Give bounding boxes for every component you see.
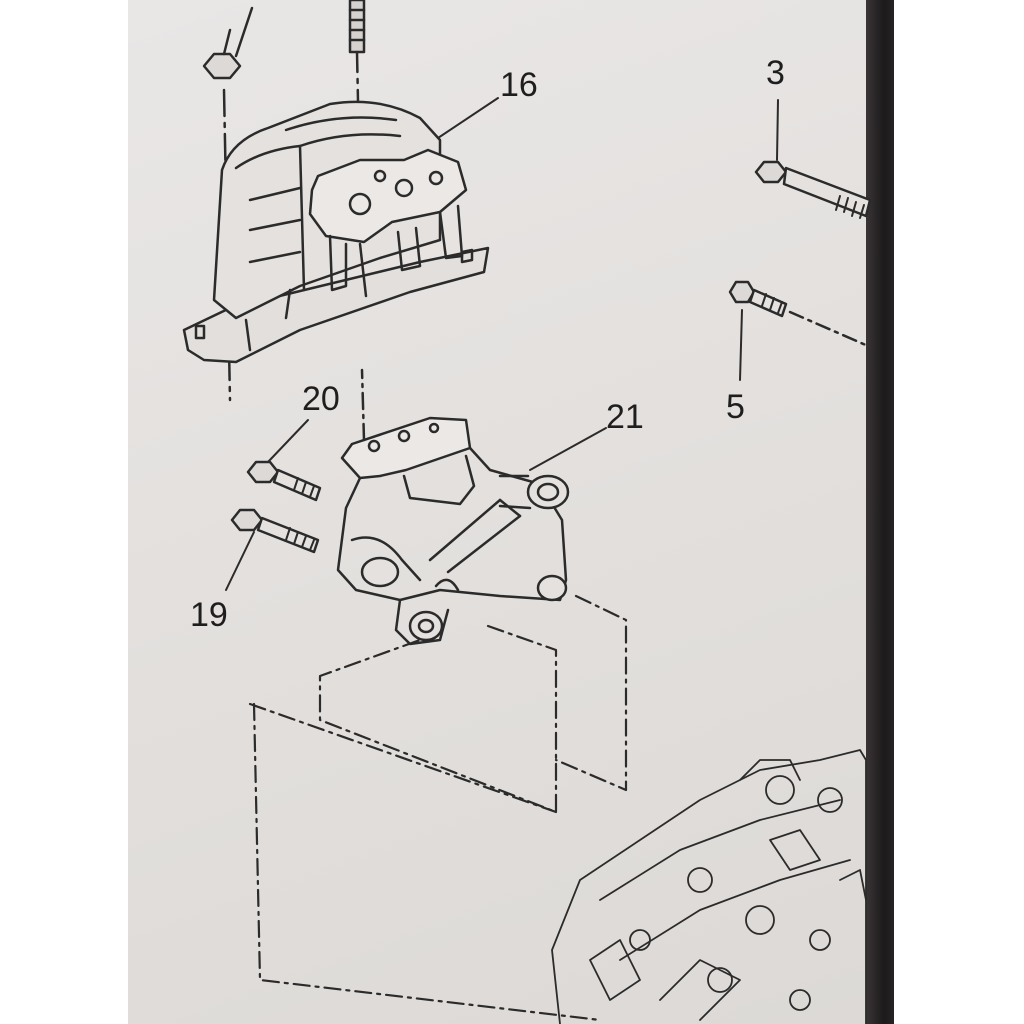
callout-16: 16 [500, 66, 538, 104]
monitor-bezel [866, 0, 896, 1024]
callout-21: 21 [606, 398, 644, 436]
bolt-20 [246, 419, 322, 502]
engine-mount-upper [182, 0, 499, 402]
callout-19: 19 [190, 596, 228, 634]
callout-3: 3 [766, 54, 785, 92]
mount-bracket [336, 368, 607, 646]
phantom-outlines [248, 594, 628, 1022]
callout-labels: 16 3 20 21 5 19 [190, 54, 785, 634]
bolt-3 [754, 99, 872, 219]
bolt-5 [728, 280, 870, 381]
callout-20: 20 [302, 380, 340, 418]
right-border [894, 0, 1024, 1024]
engine-assembly [551, 749, 867, 1024]
callout-5: 5 [726, 388, 745, 426]
left-border [0, 0, 128, 1024]
bolt-19 [225, 508, 320, 591]
